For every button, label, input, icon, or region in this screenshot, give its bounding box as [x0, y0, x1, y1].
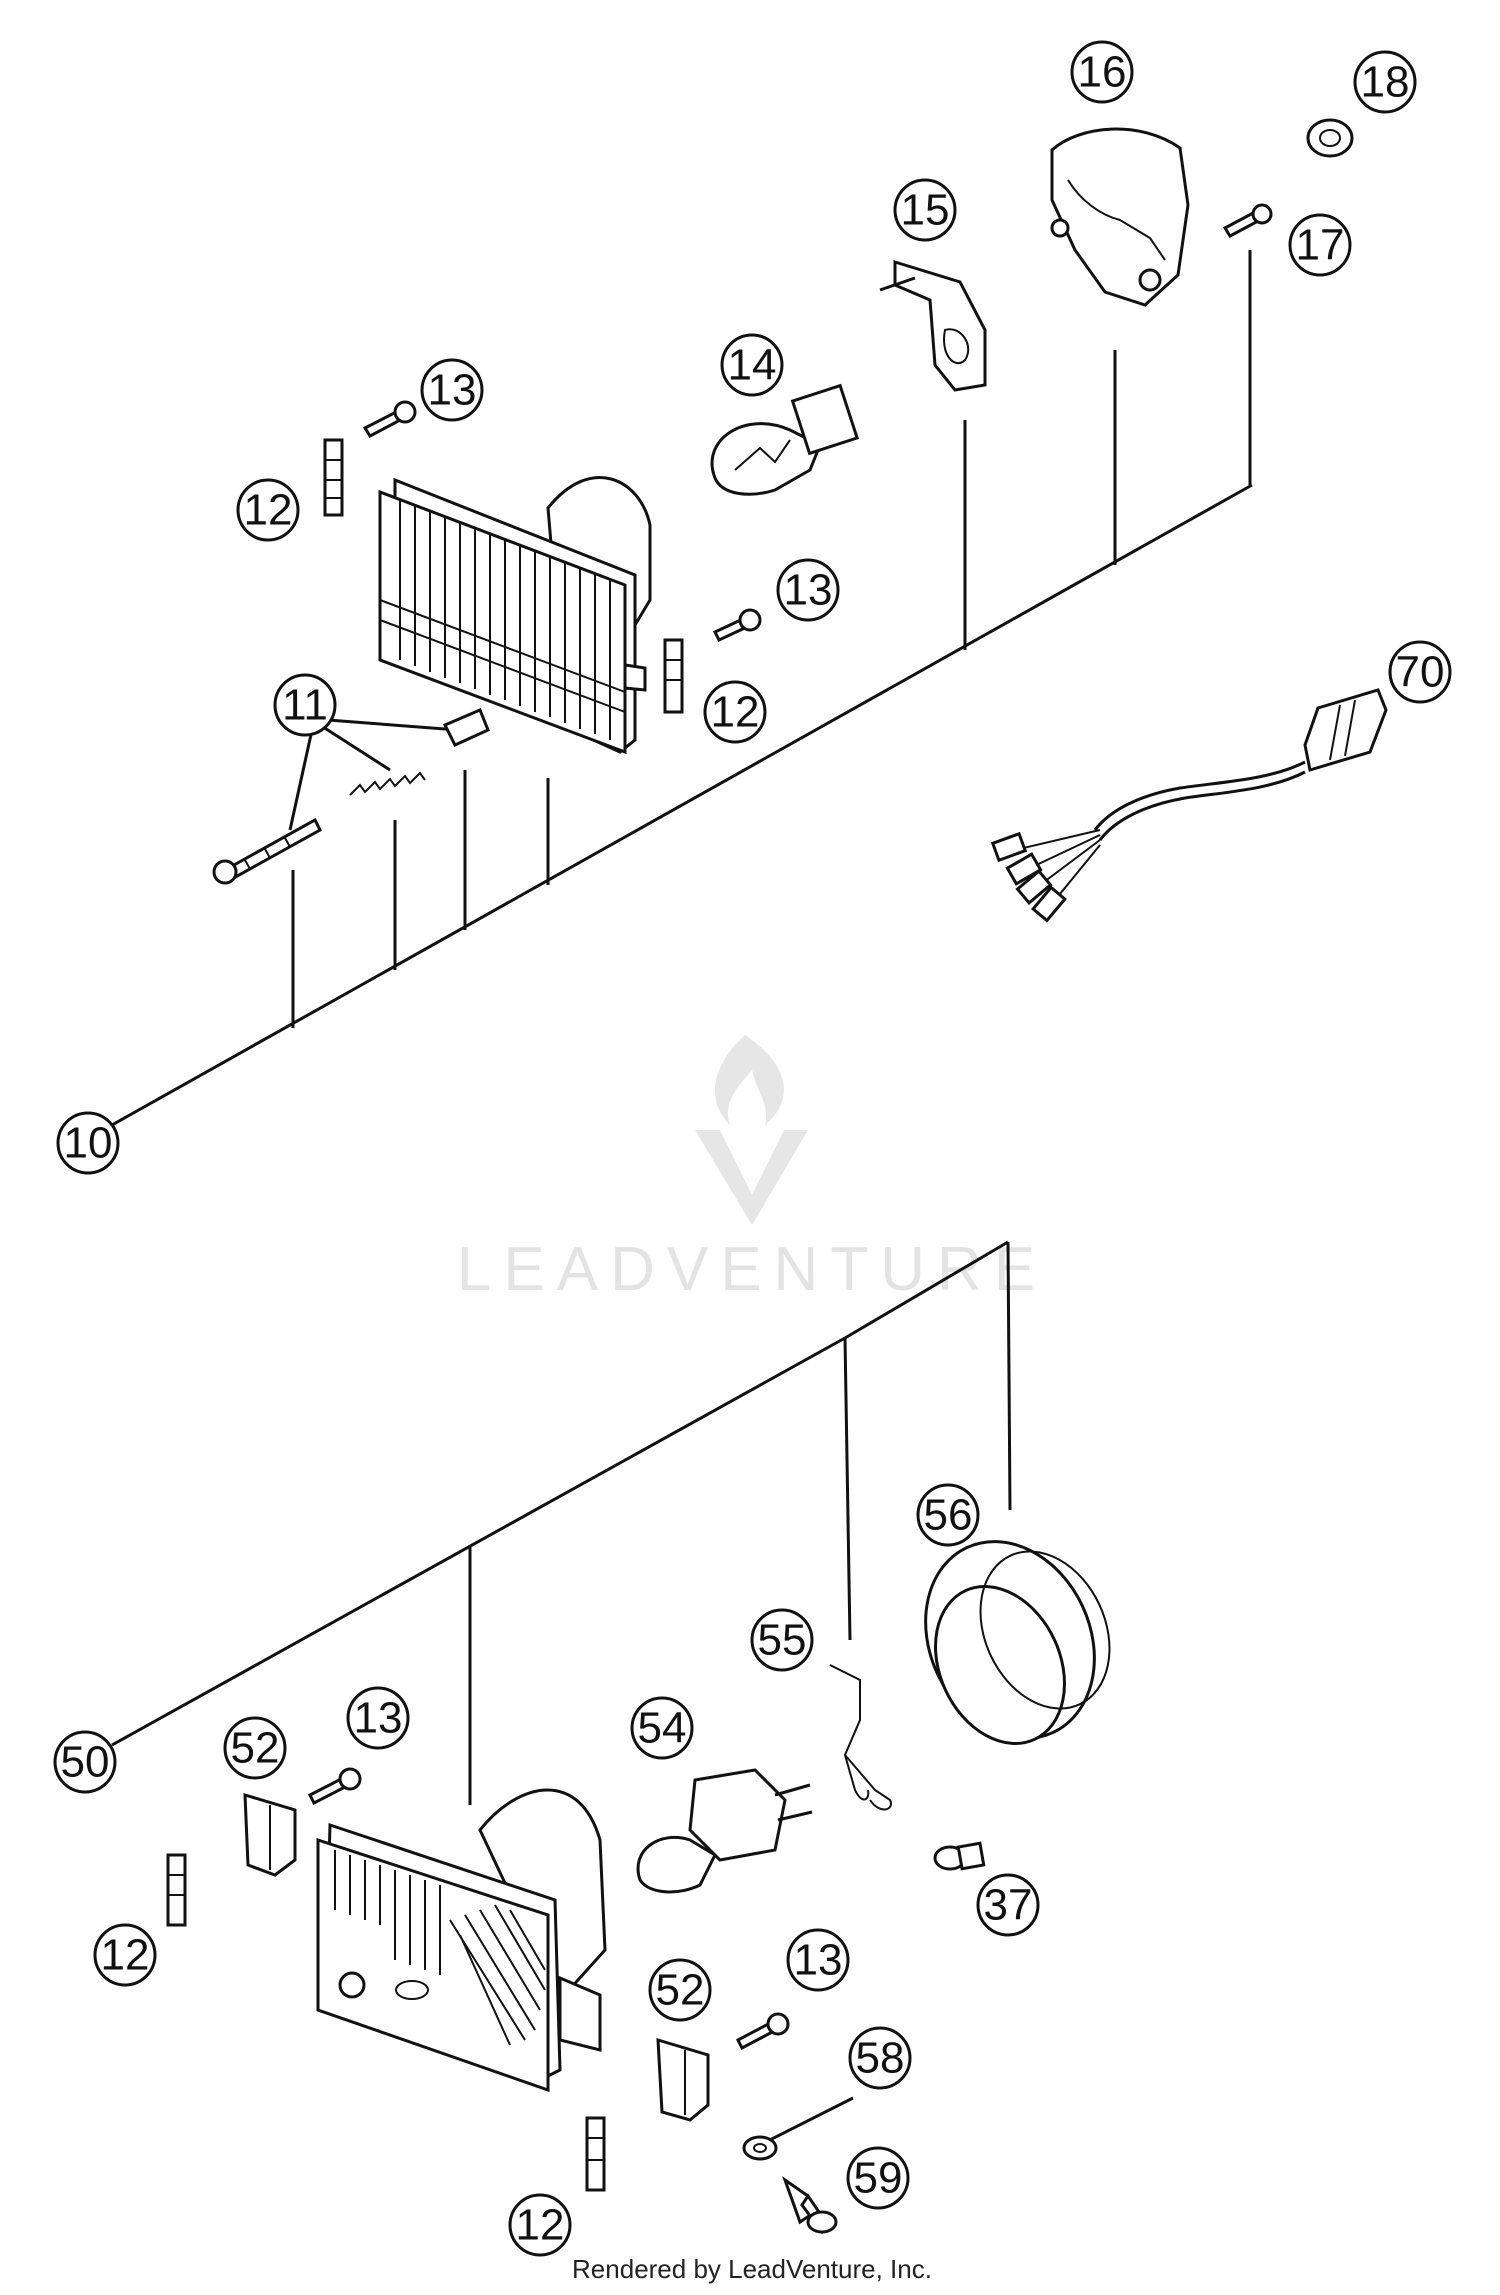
callout-11[interactable]: 11	[273, 673, 337, 737]
svg-text:13: 13	[784, 566, 833, 615]
watermark-v-icon	[695, 1130, 808, 1225]
svg-text:12: 12	[516, 2201, 565, 2250]
trim-ring-56	[924, 1540, 1111, 1746]
adjuster-nut	[442, 708, 490, 747]
watermark-flame-icon	[714, 1035, 784, 1125]
footer-credit: Rendered by LeadVenture, Inc.	[572, 2254, 932, 2284]
housing-cover-16	[1050, 127, 1190, 307]
wiring-harness-70	[990, 688, 1388, 923]
bulb-14	[710, 383, 860, 496]
lower-headlight-assembly	[111, 1240, 1111, 2235]
svg-text:37: 37	[984, 1881, 1033, 1930]
clip-12-a	[323, 438, 344, 517]
callout-13[interactable]: 13	[776, 558, 840, 622]
callout-59[interactable]: 59	[846, 2146, 910, 2210]
grommet-18	[1306, 118, 1354, 158]
callout-12[interactable]: 12	[236, 478, 300, 542]
callout-54[interactable]: 54	[630, 1696, 694, 1760]
svg-text:59: 59	[854, 2154, 903, 2203]
svg-text:12: 12	[711, 688, 760, 737]
callouts: 10 11 12 13 12 13 14 15 16 17 18 70 50 5…	[53, 40, 1452, 2257]
callout-12[interactable]: 12	[508, 2193, 572, 2257]
parking-bulb-37	[933, 1841, 986, 1871]
svg-text:13: 13	[428, 366, 477, 415]
callout-52[interactable]: 52	[648, 1958, 712, 2022]
svg-text:56: 56	[924, 1491, 973, 1540]
callout-58[interactable]: 58	[848, 2026, 912, 2090]
watermark: LEADVENTURE	[457, 1035, 1047, 1304]
svg-text:14: 14	[728, 341, 777, 390]
callout-70[interactable]: 70	[1388, 640, 1452, 704]
callout-17[interactable]: 17	[1288, 213, 1352, 277]
callout-10[interactable]: 10	[56, 1111, 120, 1175]
headlight-unit-rectangular	[378, 476, 652, 755]
callout-16[interactable]: 16	[1070, 40, 1134, 104]
screw-13-a	[362, 400, 417, 438]
svg-text:54: 54	[638, 1704, 687, 1753]
svg-text:50: 50	[61, 1738, 110, 1787]
svg-text:15: 15	[901, 186, 950, 235]
bulb-holder-15	[879, 259, 987, 392]
adjuster-spring	[349, 771, 426, 796]
screw-17	[1222, 203, 1273, 238]
callout-13[interactable]: 13	[786, 1928, 850, 1992]
watermark-text: LEADVENTURE	[457, 1235, 1047, 1304]
callout-52[interactable]: 52	[223, 1716, 287, 1780]
svg-text:13: 13	[354, 1694, 403, 1743]
bolt-59	[782, 2176, 838, 2235]
svg-text:52: 52	[231, 1724, 280, 1773]
svg-text:11: 11	[282, 681, 328, 730]
svg-text:12: 12	[244, 486, 293, 535]
clip-52-a	[243, 1792, 297, 1877]
callout-13[interactable]: 13	[420, 358, 484, 422]
svg-text:70: 70	[1396, 648, 1445, 697]
callout-15[interactable]: 15	[893, 178, 957, 242]
callout-56[interactable]: 56	[916, 1483, 980, 1547]
svg-text:17: 17	[1296, 221, 1345, 270]
screw-13-d	[736, 2012, 790, 2051]
svg-text:18: 18	[1361, 58, 1410, 107]
headlight-unit-round-back	[316, 1788, 607, 2093]
upper-headlight-assembly	[111, 118, 1388, 1127]
svg-text:12: 12	[101, 1931, 150, 1980]
screw-13-c	[307, 1767, 362, 1806]
clip-12-b	[663, 638, 684, 714]
svg-text:16: 16	[1078, 48, 1127, 97]
callout-12[interactable]: 12	[703, 680, 767, 744]
adjuster-screw	[212, 817, 322, 885]
callout-37[interactable]: 37	[976, 1873, 1040, 1937]
clip-52-b	[656, 2037, 710, 2122]
svg-text:52: 52	[656, 1966, 705, 2015]
clip-12-c	[166, 1853, 187, 1927]
washer-58	[742, 2135, 778, 2161]
svg-text:58: 58	[856, 2034, 905, 2083]
spring-clip-55	[829, 1664, 892, 1811]
callout-12[interactable]: 12	[93, 1923, 157, 1987]
callout-50[interactable]: 50	[53, 1730, 117, 1794]
svg-text:10: 10	[64, 1119, 113, 1168]
screw-13-b	[712, 608, 762, 642]
bulb-54	[636, 1768, 813, 1894]
clip-12-d	[585, 2116, 606, 2192]
callout-14[interactable]: 14	[720, 333, 784, 397]
callout-18[interactable]: 18	[1353, 50, 1417, 114]
callout-13[interactable]: 13	[346, 1686, 410, 1750]
svg-text:13: 13	[794, 1936, 843, 1985]
svg-text:55: 55	[758, 1616, 807, 1665]
callout-55[interactable]: 55	[750, 1608, 814, 1672]
